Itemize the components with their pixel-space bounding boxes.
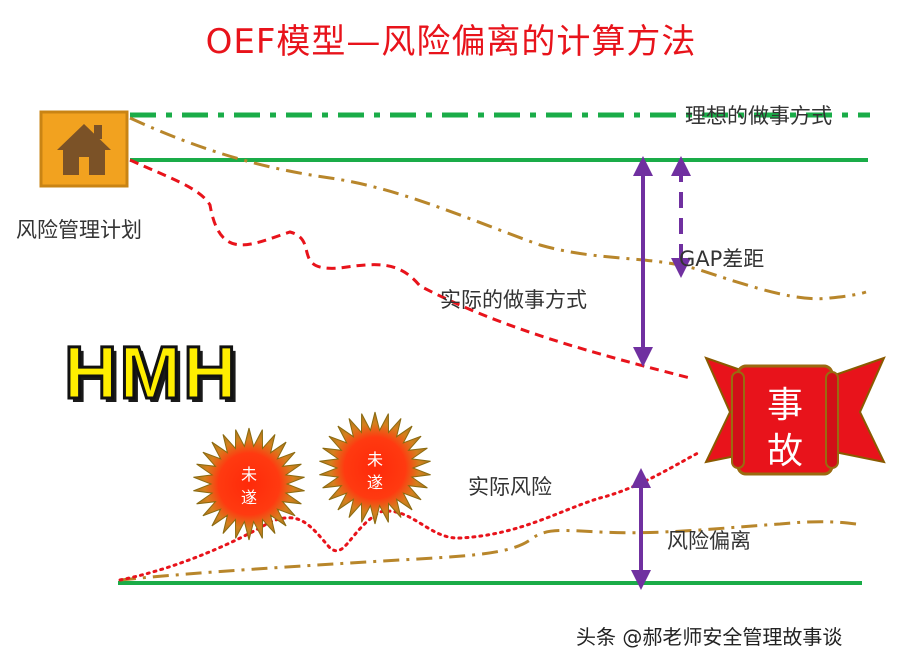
house-icon <box>39 110 129 188</box>
near-miss-burst-shape <box>319 411 431 525</box>
actual-way-curve <box>129 158 691 380</box>
watermark: 头条 @郝老师安全管理故事谈 <box>576 625 843 649</box>
near-miss-char: 未 <box>367 450 383 469</box>
page-title: OEF模型—风险偏离的计算方法 <box>205 22 697 62</box>
near-miss-char: 未 <box>241 465 257 484</box>
near-miss-char: 遂 <box>367 473 383 492</box>
deviation-label: 风险偏离 <box>667 529 751 553</box>
hmh-logo: HMH <box>63 330 239 416</box>
plan-drift-curve <box>129 116 867 301</box>
near-miss-burst <box>193 427 305 541</box>
near-miss-char: 遂 <box>241 488 257 507</box>
gap-label: GAP差距 <box>679 247 765 271</box>
near-miss-burst <box>319 411 431 525</box>
actual-way-label: 实际的做事方式 <box>440 288 587 312</box>
accident-char-2: 故 <box>767 431 803 472</box>
actual-risk-label: 实际风险 <box>468 475 552 499</box>
near-miss-burst-shape <box>193 427 305 541</box>
risk-deviation-curve <box>119 520 857 582</box>
plan-label: 风险管理计划 <box>16 218 142 242</box>
accident-char-1: 事 <box>767 385 803 426</box>
accident-seal: 事 故 <box>704 356 886 476</box>
ideal-way-label: 理想的做事方式 <box>685 104 832 128</box>
